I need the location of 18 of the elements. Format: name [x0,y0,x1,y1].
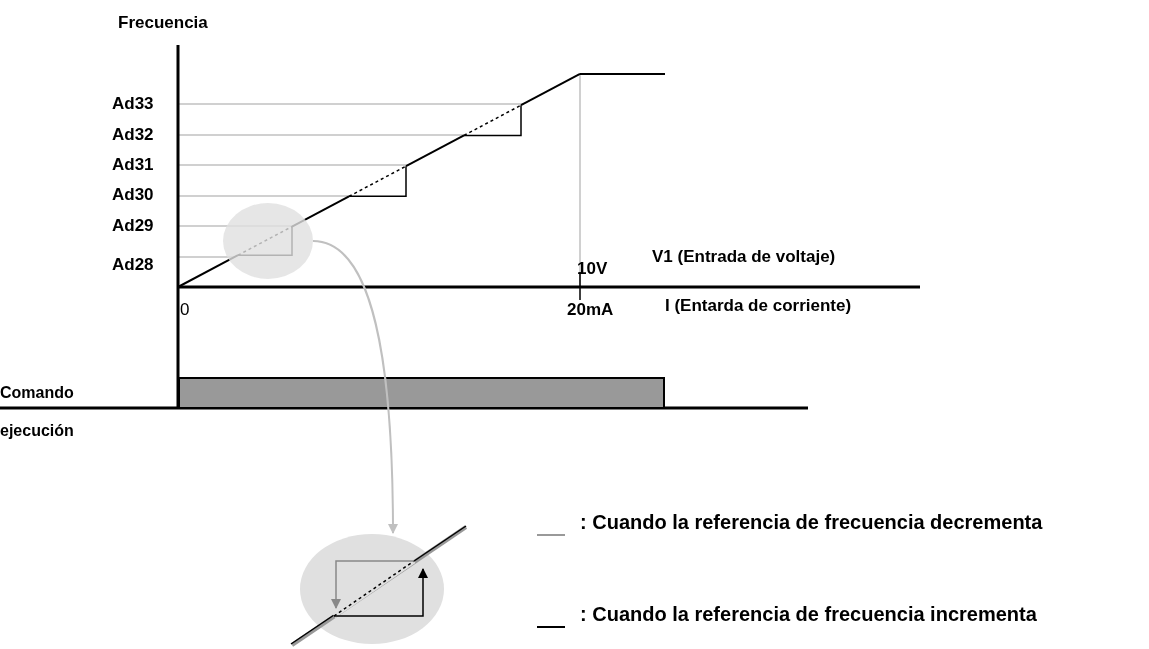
legend-text: : Cuando la referencia de frecuencia decrementa [580,511,1043,533]
tick-label: 10V [577,260,608,279]
level-label: Ad28 [112,256,154,275]
magnified-step-drawing [290,525,468,647]
level-label: Ad29 [112,217,154,236]
tick-label: 0 [180,301,190,320]
level-label: Ad32 [112,126,154,145]
axis-label: V1 (Entrada de voltaje) [652,248,836,267]
signal-label: Comando ejecución [0,383,75,441]
highlight-ellipse [223,203,313,279]
axis-label: I (Entarda de corriente) [665,297,852,316]
tick-label: 20mA [567,301,614,320]
axis-title: Frecuencia [118,14,208,33]
legend-text: : Cuando la referencia de frecuencia incrementa [580,603,1037,625]
arrow [312,240,398,534]
level-label: Ad33 [112,95,154,114]
level-label: Ad31 [112,156,154,175]
level-label: Ad30 [112,186,154,205]
